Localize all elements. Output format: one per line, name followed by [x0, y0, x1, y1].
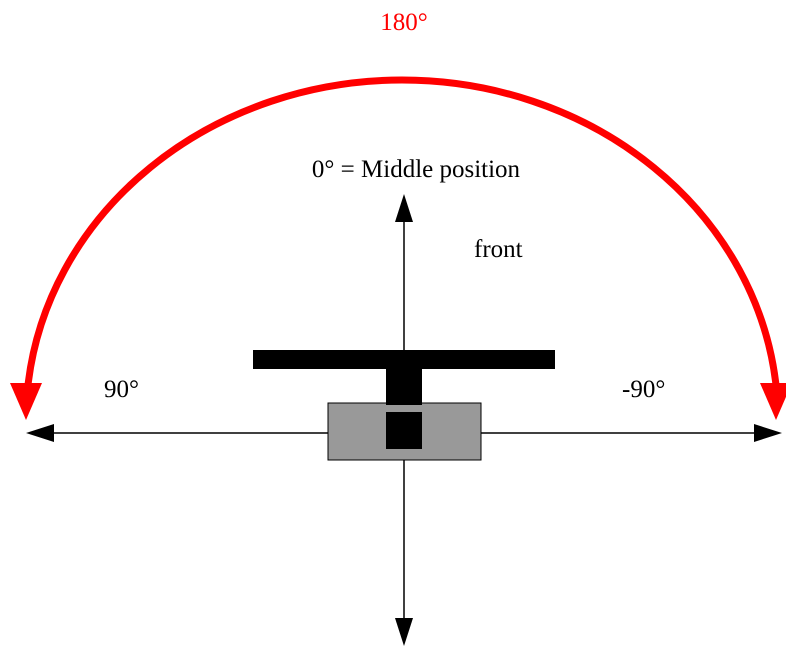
range-arc-left-arrowhead	[10, 383, 42, 420]
servo-horn-stem	[386, 369, 422, 405]
right-angle-label: -90°	[622, 376, 665, 403]
axis-right-arrowhead	[754, 424, 782, 442]
axis-bottom-arrowhead	[395, 618, 413, 646]
servo-horn-bar	[253, 350, 555, 369]
middle-position-label: 0° = Middle position	[312, 156, 521, 183]
axis-top-arrowhead	[395, 194, 413, 222]
servo-shaft	[386, 412, 422, 449]
range-arc-right-arrowhead	[760, 383, 786, 420]
axis-left-arrowhead	[26, 424, 54, 442]
range-label: 180°	[380, 9, 428, 36]
front-label: front	[474, 236, 523, 263]
left-angle-label: 90°	[104, 376, 139, 403]
range-arc	[24, 76, 780, 386]
